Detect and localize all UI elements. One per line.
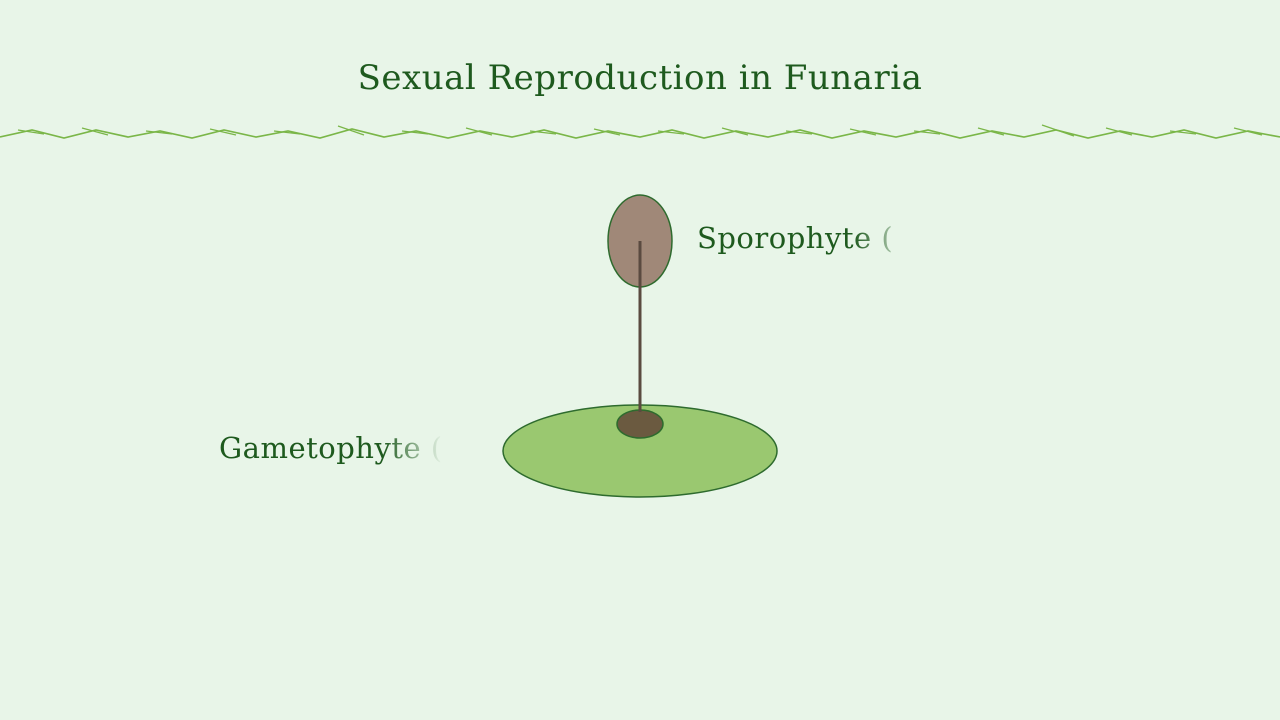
grass-border: [0, 124, 1280, 139]
grass-blades: [17, 124, 1263, 137]
sporophyte-foot: [616, 409, 664, 439]
sporophyte-label: Sporophyte (: [697, 221, 913, 261]
gametophyte-label: Gametophyte (: [219, 431, 443, 471]
diagram-title: Sexual Reproduction in Funaria: [357, 58, 923, 98]
grass-line: [0, 128, 1280, 139]
